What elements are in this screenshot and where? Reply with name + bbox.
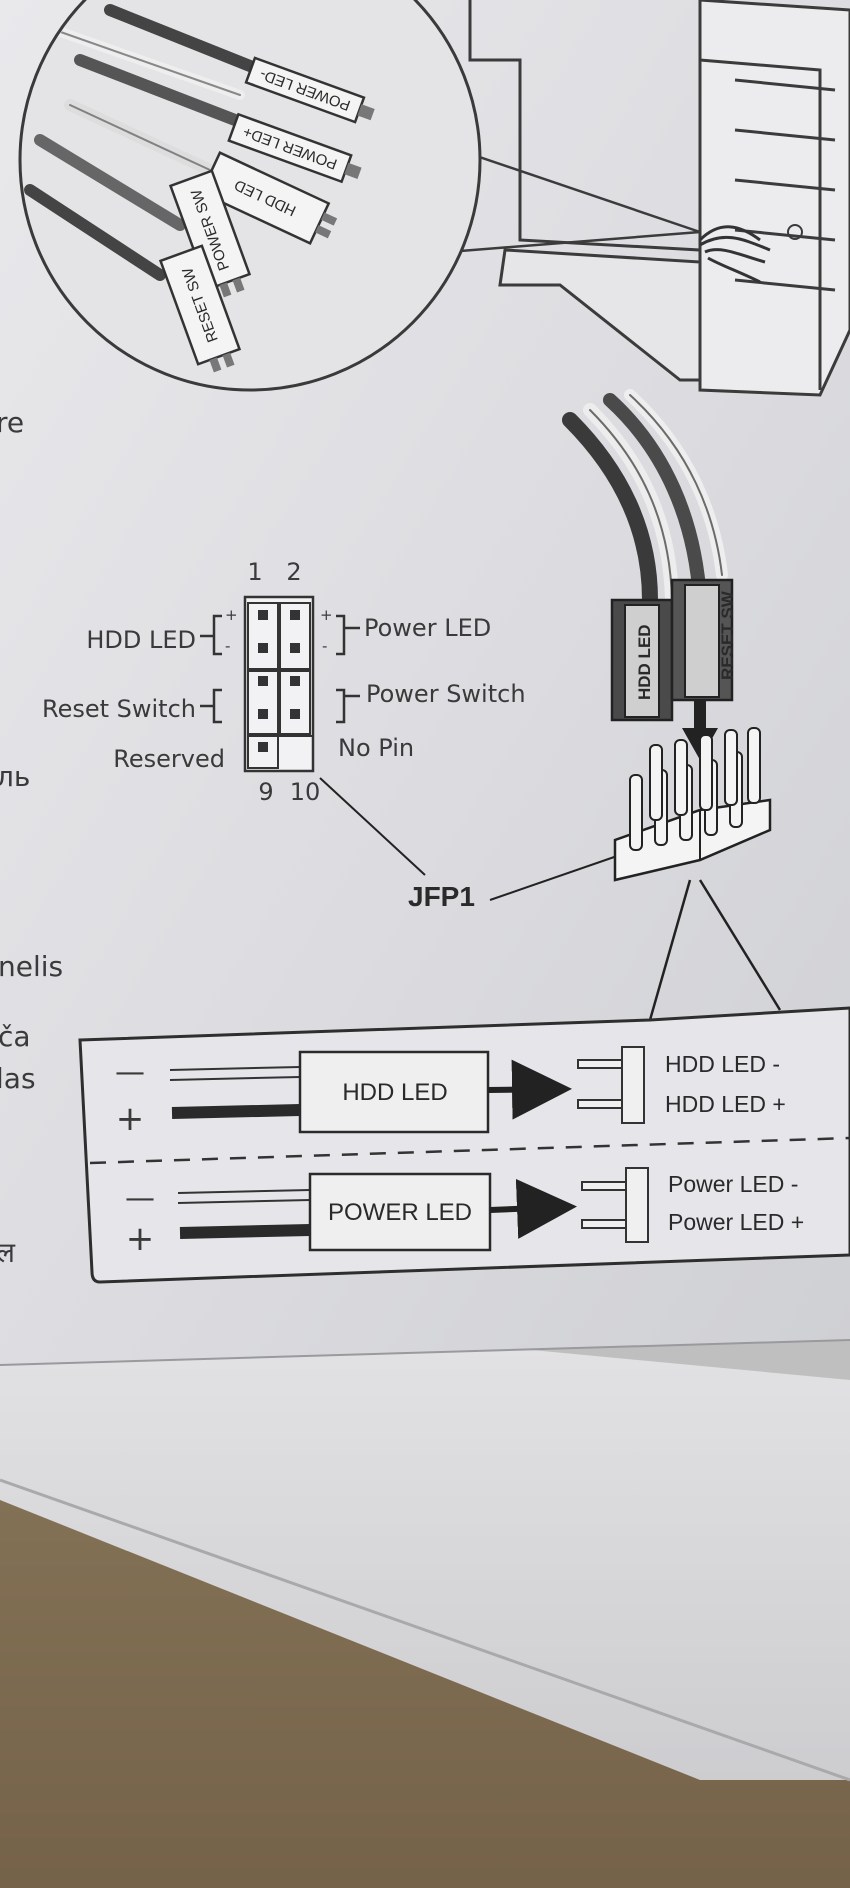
power-led-plus-label: Power LED +	[668, 1209, 804, 1235]
label-reserved: Reserved	[113, 745, 225, 773]
hdd-plus-symbol: +	[116, 1099, 145, 1139]
power-arrow-icon	[489, 1178, 577, 1239]
power-led-plus-sign: +	[320, 606, 333, 624]
magnified-connector-circle: POWER LED- POWER LED+ HDD LED	[18, 0, 482, 392]
pin-number-9: 9	[258, 778, 273, 806]
power-plus-symbol: +	[126, 1219, 155, 1259]
label-power-led: Power LED	[364, 614, 491, 642]
pin-grid	[258, 610, 300, 752]
pin-number-1: 1	[247, 558, 262, 586]
plug-reset-sw: RESET SW	[158, 244, 242, 373]
label-power-switch: Power Switch	[366, 680, 526, 708]
hdd-led-plus-label: HDD LED +	[665, 1091, 786, 1117]
side-fragment-1: re	[0, 406, 24, 439]
hdd-led-box-label: HDD LED	[342, 1079, 447, 1106]
white-shelf	[0, 1300, 850, 1780]
power-led-box	[308, 1172, 492, 1252]
power-minus-symbol: —	[125, 1181, 155, 1216]
plug-label-hdd-led: HDD LED	[635, 624, 654, 700]
pc-case-illustration	[399, 0, 850, 397]
plug-label-reset-sw: RESET SW	[718, 590, 737, 680]
hdd-led-box	[298, 1050, 490, 1134]
hdd-minus-symbol: —	[115, 1055, 145, 1090]
case-wire-bundle	[698, 225, 771, 284]
power-led-box-label: POWER LED	[328, 1199, 472, 1226]
hdd-led-plus-sign: +	[225, 606, 238, 624]
connector-plug-illustration: HDD LED RESET SW	[562, 389, 782, 1021]
hdd-led-minus-sign: -	[225, 637, 230, 655]
pin-number-2: 2	[286, 558, 301, 586]
label-reset-switch: Reset Switch	[42, 695, 196, 723]
power-led-minus-label: Power LED -	[668, 1171, 798, 1197]
side-fragment-5: las	[0, 1062, 36, 1095]
jfp1-label: JFP1	[408, 881, 475, 912]
hdd-led-minus-label: HDD LED -	[665, 1051, 780, 1077]
label-hdd-led: HDD LED	[86, 626, 196, 654]
side-fragment-6: ल	[0, 1236, 16, 1269]
header-pins	[629, 727, 761, 851]
label-no-pin: No Pin	[338, 734, 414, 762]
led-polarity-box: — + HDD LED HDD LED - HDD LED + — + POWE…	[78, 1006, 850, 1284]
jfp1-pin-diagram: 1 2 + - + - HDD LED Rese	[42, 558, 621, 912]
side-fragment-2: ль	[0, 760, 30, 793]
pin-number-10: 10	[290, 778, 321, 806]
side-fragment-3: nelis	[0, 950, 63, 983]
side-fragment-4: ča	[0, 1020, 31, 1053]
power-led-minus-sign: -	[322, 637, 327, 655]
plug-hdd-led: HDD LED	[199, 151, 338, 245]
hdd-arrow-icon	[487, 1059, 572, 1120]
